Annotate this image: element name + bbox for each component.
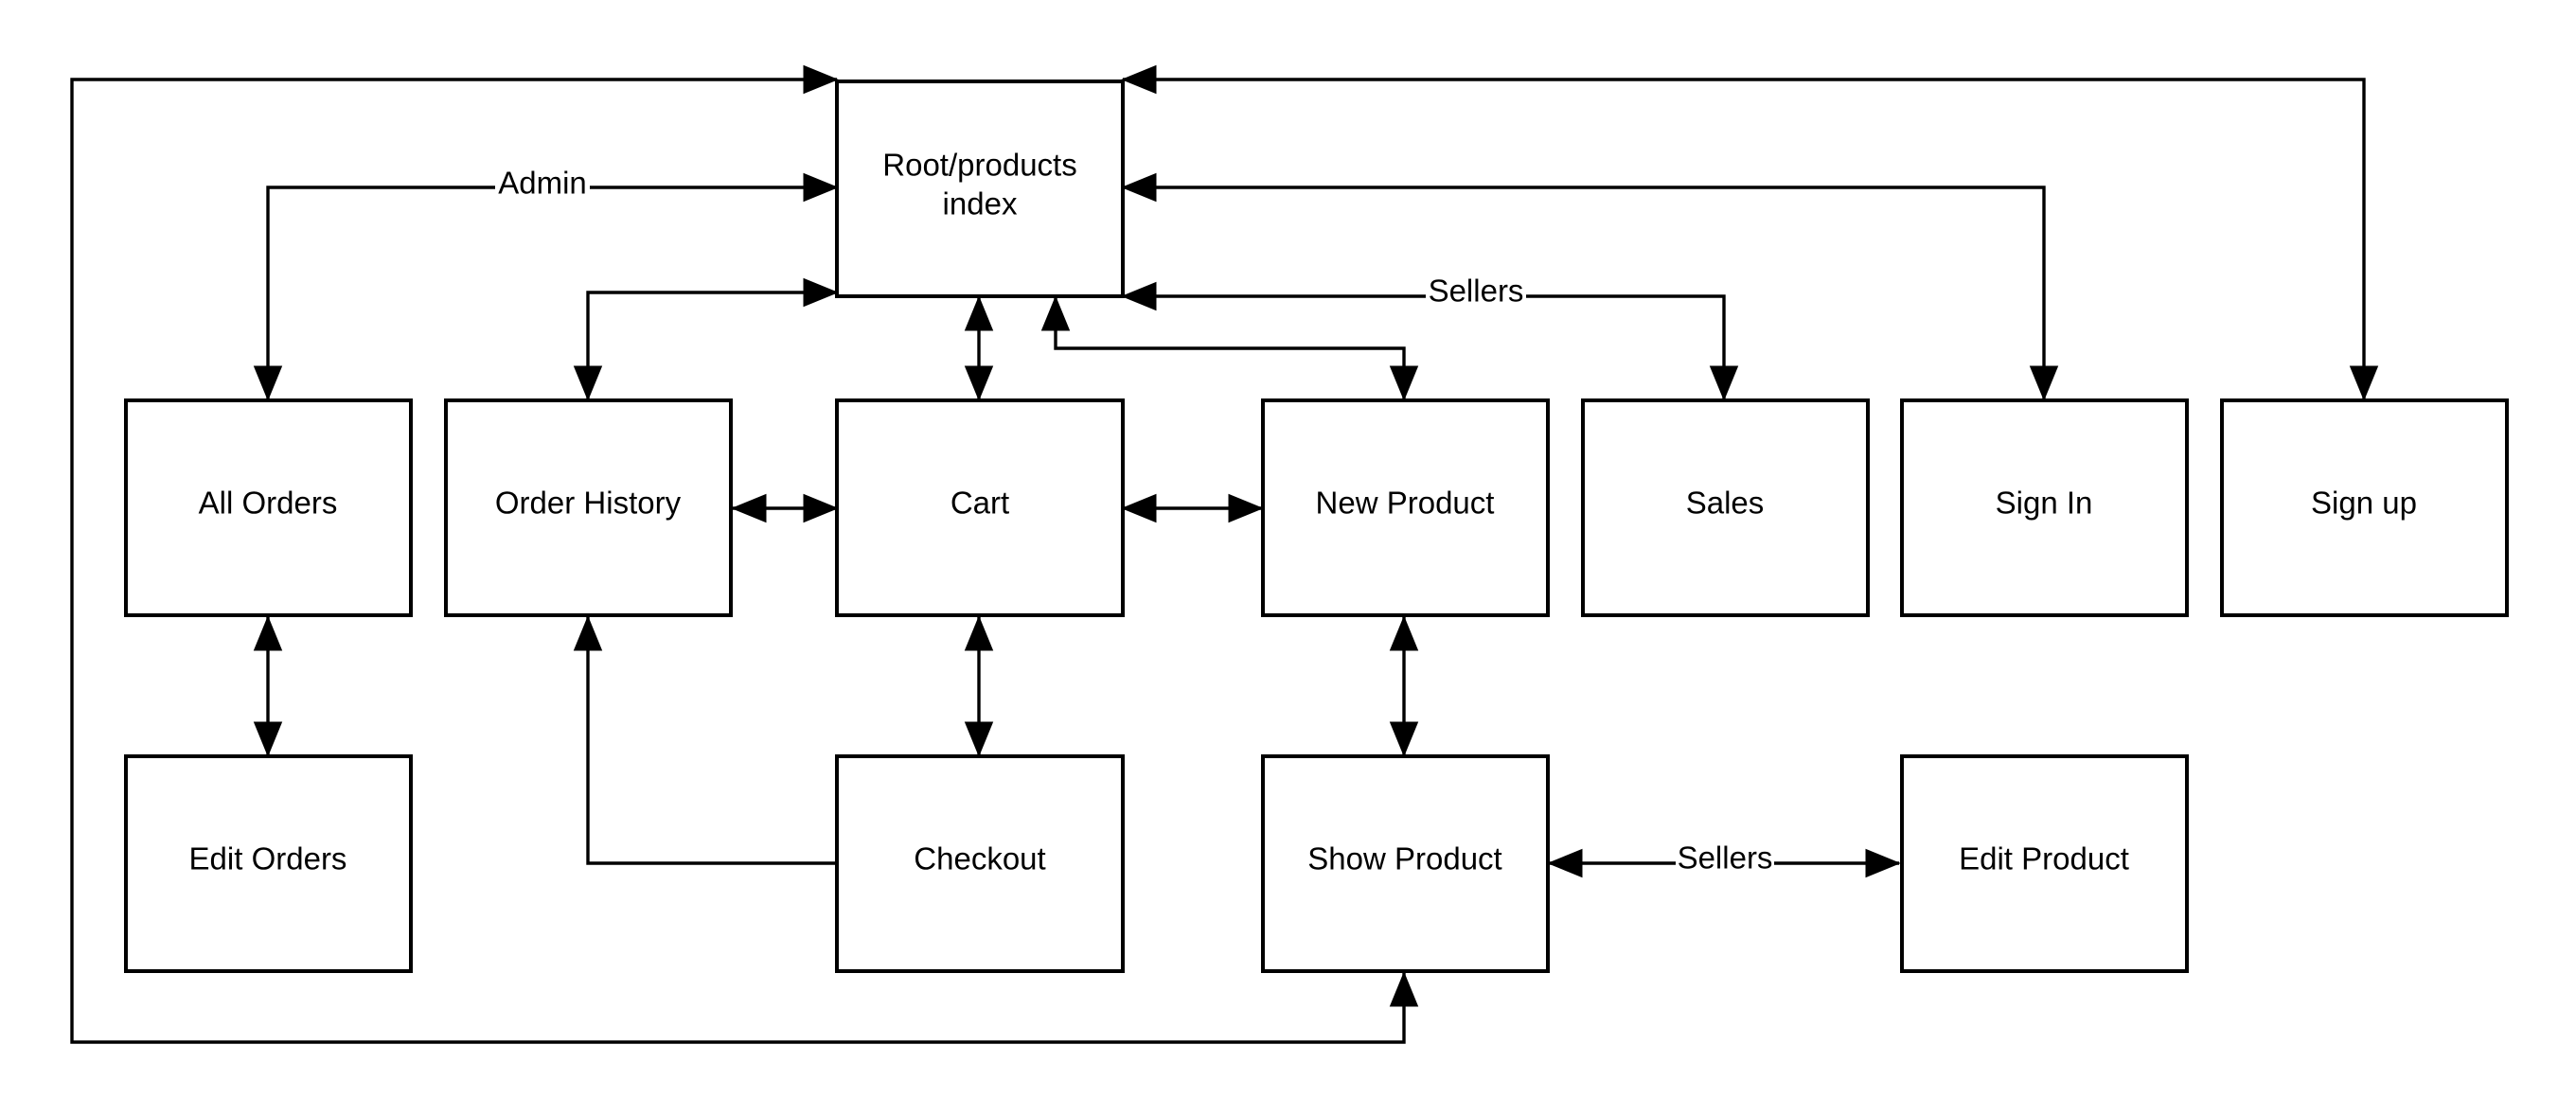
- connector-checkout-order-history: [573, 615, 837, 865]
- node-edit-orders[interactable]: Edit Orders: [124, 754, 413, 973]
- node-label: Checkout: [914, 841, 1045, 876]
- node-label: Cart: [950, 486, 1009, 521]
- connector-root-sales: [1121, 281, 1739, 401]
- node-label: Show Product: [1307, 841, 1501, 876]
- node-checkout[interactable]: Checkout: [835, 754, 1125, 973]
- node-sales[interactable]: Sales: [1581, 398, 1870, 617]
- edge-labels: Admin Sellers Sellers: [495, 166, 1774, 884]
- connector-root-sign-up: [1121, 64, 2379, 401]
- node-label: Edit Product: [1959, 841, 2129, 876]
- node-label: All Orders: [199, 486, 338, 521]
- node-label: Sign up: [2311, 486, 2417, 521]
- node-sign-up[interactable]: Sign up: [2220, 398, 2509, 617]
- node-label: Sign In: [1996, 486, 2093, 521]
- node-label: Edit Orders: [189, 841, 347, 876]
- node-label: index: [943, 186, 1018, 221]
- connector-root-sign-in: [1121, 172, 2059, 401]
- node-all-orders[interactable]: All Orders: [124, 398, 413, 617]
- node-show-product[interactable]: Show Product: [1261, 754, 1550, 973]
- node-label: Sales: [1686, 486, 1765, 521]
- node-cart[interactable]: Cart: [835, 398, 1125, 617]
- connectors: [70, 64, 2379, 1044]
- edge-label-admin: Admin: [498, 166, 587, 201]
- node-order-history[interactable]: Order History: [444, 398, 733, 617]
- node-label: Order History: [495, 486, 682, 521]
- connector-root-all-orders: [253, 172, 839, 401]
- node-sign-in[interactable]: Sign In: [1900, 398, 2189, 617]
- edge-label-sellers-sales: Sellers: [1429, 274, 1524, 309]
- connector-root-new-product: [1040, 295, 1419, 401]
- node-label: Root/products: [882, 148, 1076, 183]
- edge-label-sellers-edit-product: Sellers: [1678, 841, 1773, 876]
- connector-show-product-root: [70, 64, 1419, 1044]
- node-edit-product[interactable]: Edit Product: [1900, 754, 2189, 973]
- connector-root-order-history: [573, 277, 839, 401]
- node-label: New Product: [1316, 486, 1495, 521]
- node-new-product[interactable]: New Product: [1261, 398, 1550, 617]
- node-root-products-index[interactable]: Root/products index: [835, 80, 1125, 298]
